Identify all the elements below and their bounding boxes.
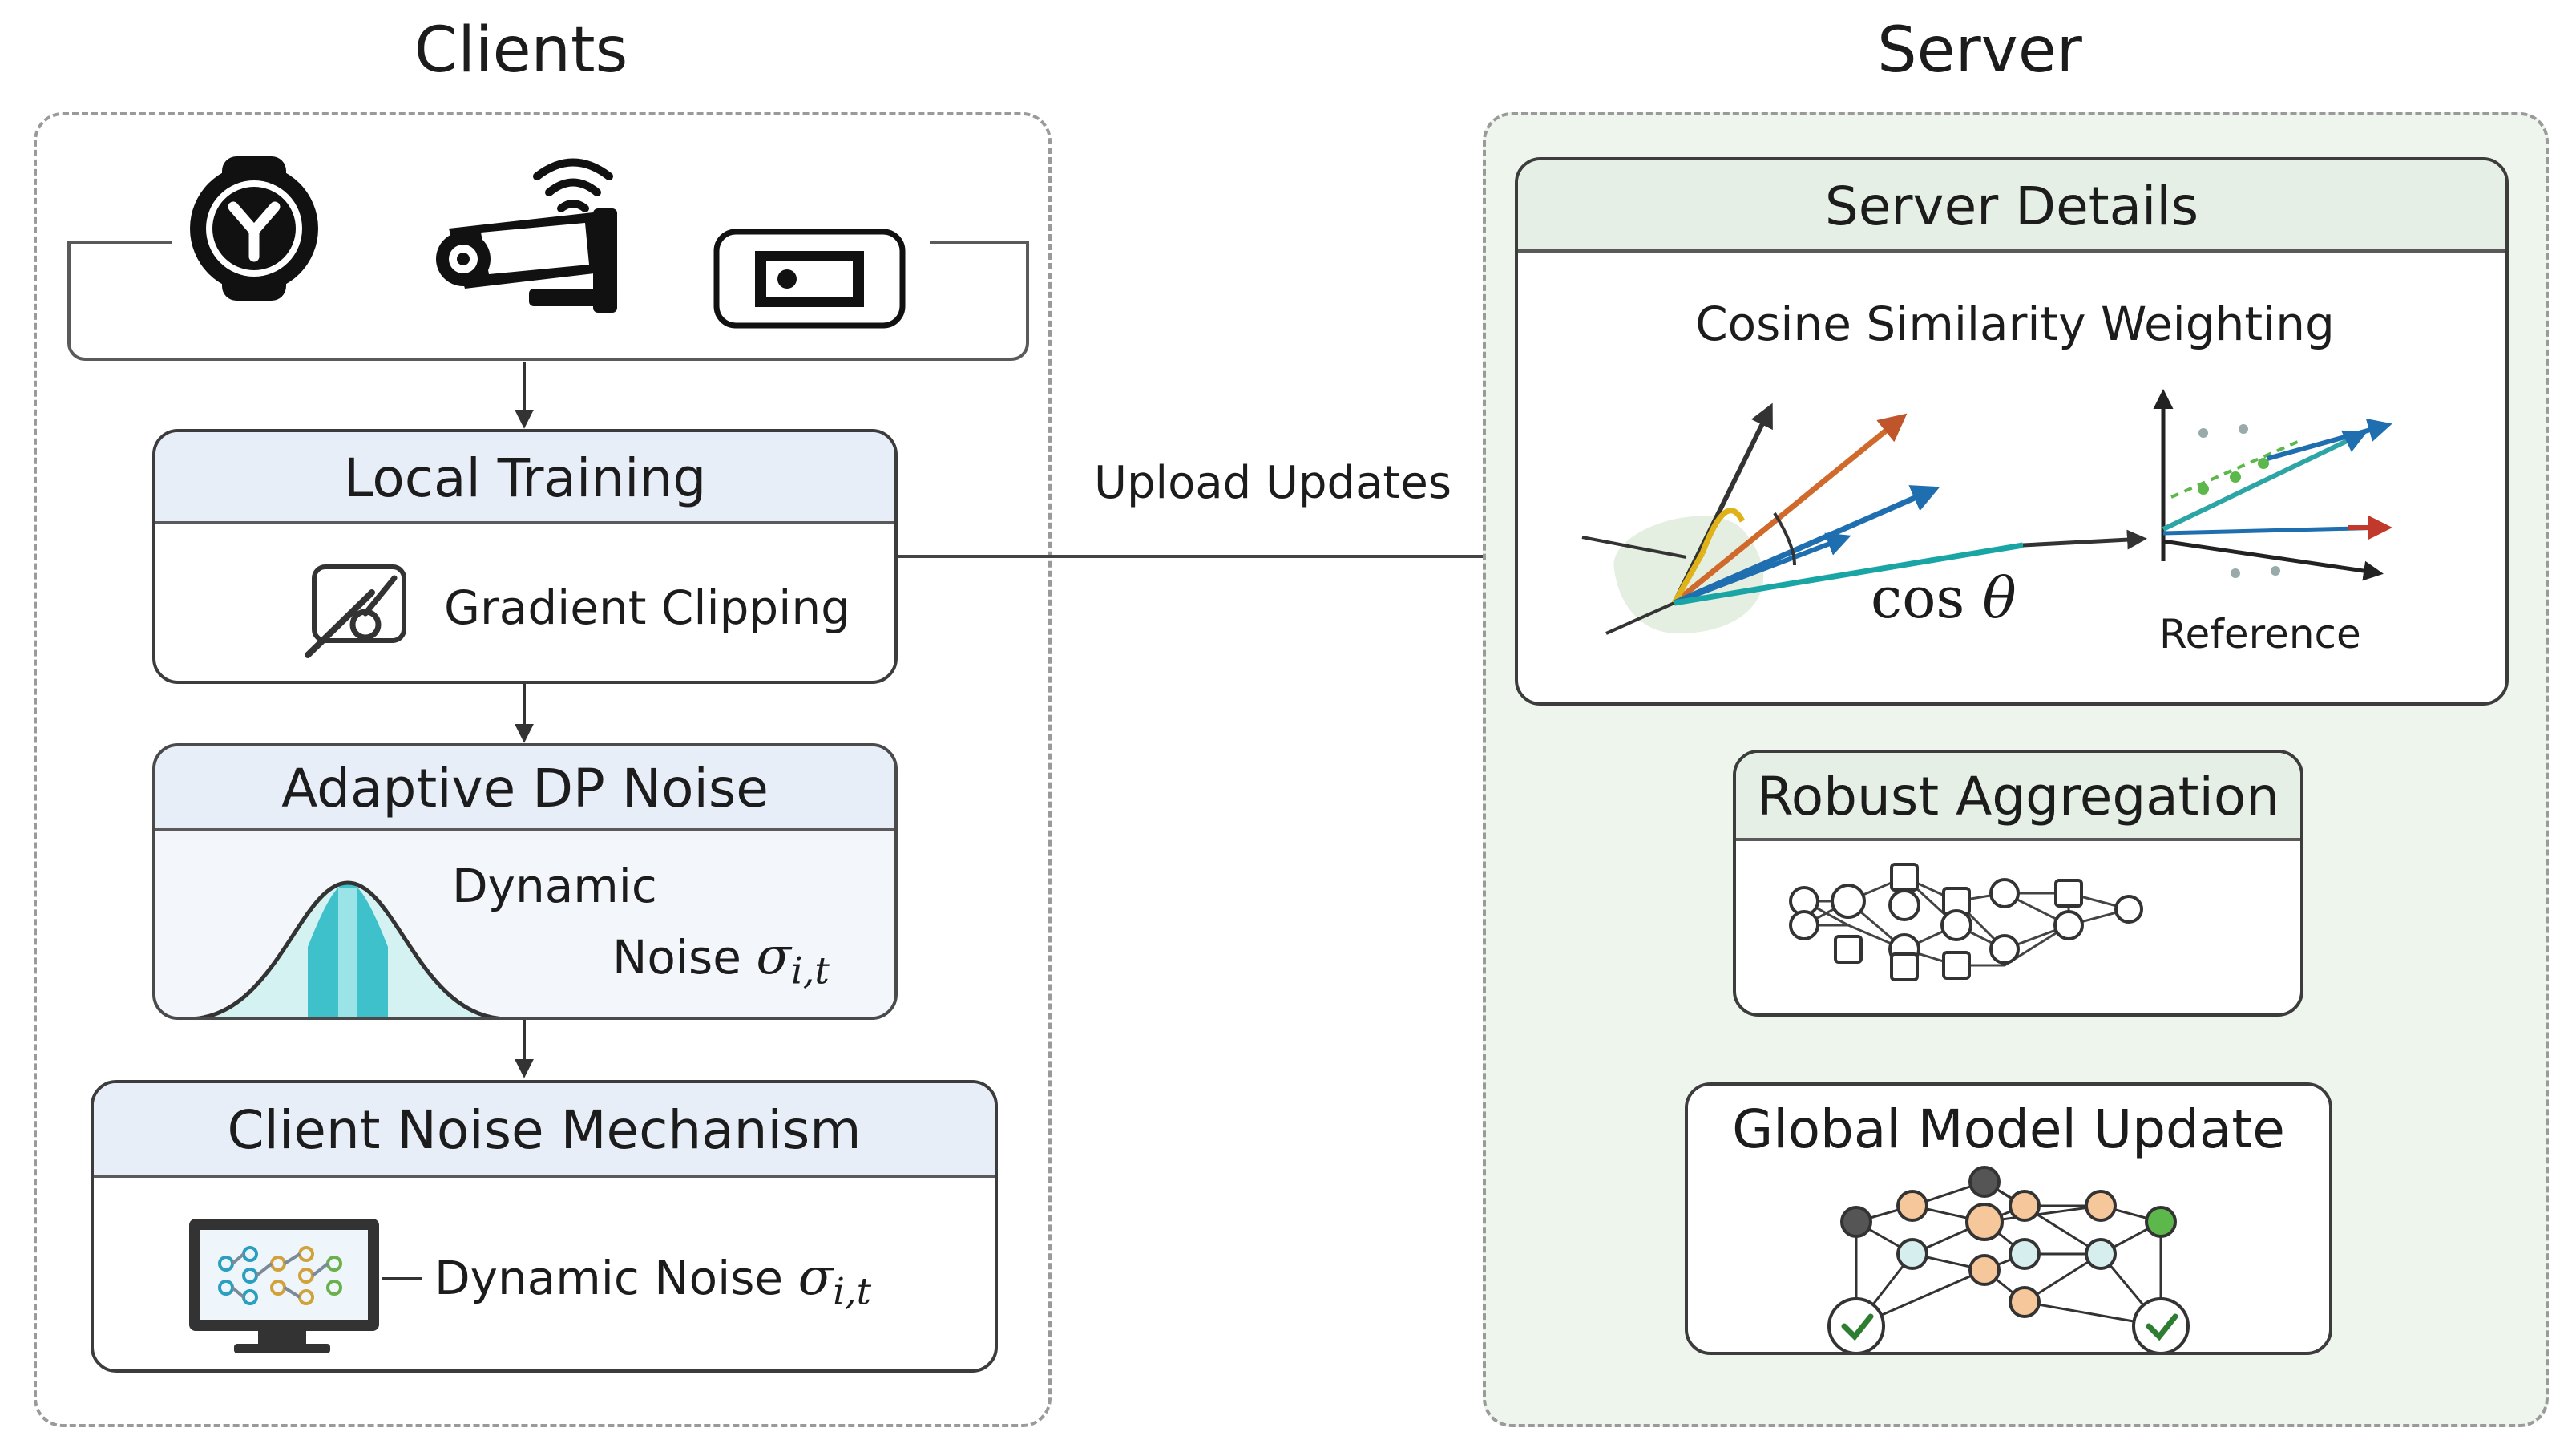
cos-theta-label: cos θ xyxy=(1871,565,2017,631)
sigma-subscript: i,t xyxy=(833,1269,872,1313)
dynamic-label: Dynamic xyxy=(452,859,657,913)
global-model-header: Global Model Update xyxy=(1688,1086,2329,1174)
client-noise-mechanism-box: Client Noise Mechanism Dynamic Noise σi,… xyxy=(91,1080,998,1373)
adaptive-dp-noise-box: Adaptive DP Noise Dynamic Noise σi,t xyxy=(152,743,898,1020)
robust-aggregation-box: Robust Aggregation xyxy=(1733,750,2303,1017)
clients-panel xyxy=(34,112,1052,1427)
gaussian-curve-icon xyxy=(188,859,508,1017)
upload-updates-label: Upload Updates xyxy=(1094,457,1452,509)
cosine-similarity-subtitle: Cosine Similarity Weighting xyxy=(1695,297,2335,351)
security-camera-icon xyxy=(433,152,673,321)
local-training-header: Local Training xyxy=(155,432,894,524)
client-noise-header: Client Noise Mechanism xyxy=(94,1083,995,1178)
aggregation-graph-icon xyxy=(1776,861,2257,1001)
reference-plot xyxy=(2123,389,2396,581)
gradient-clipping-label: Gradient Clipping xyxy=(444,580,850,635)
sigma-symbol: σ xyxy=(756,927,792,986)
sigma-subscript: i,t xyxy=(791,948,830,993)
device-tray xyxy=(67,241,1029,361)
monitor-icon xyxy=(186,1215,382,1356)
tablet-icon xyxy=(713,229,906,329)
global-model-update-box: Global Model Update xyxy=(1685,1082,2332,1355)
dynamic-noise-sigma-label: Dynamic Noise σi,t xyxy=(434,1248,872,1313)
server-title: Server xyxy=(1877,14,2082,87)
clipping-icon xyxy=(292,560,412,665)
robust-aggregation-header: Robust Aggregation xyxy=(1736,753,2300,841)
server-details-header: Server Details xyxy=(1518,160,2505,253)
watch-icon xyxy=(180,152,329,305)
sigma-symbol: σ xyxy=(797,1248,834,1307)
reference-label: Reference xyxy=(2159,611,2361,657)
cosine-vectors-illustration xyxy=(1581,393,2147,682)
clients-title: Clients xyxy=(414,14,628,87)
server-details-box: Server Details Cosine Similarity Weighti… xyxy=(1515,157,2509,706)
adaptive-dp-header: Adaptive DP Noise xyxy=(155,746,894,831)
global-network-icon xyxy=(1824,1166,2209,1352)
local-training-box: Local Training Gradient Clipping xyxy=(152,429,898,684)
noise-sigma-label: Noise σi,t xyxy=(612,927,830,993)
